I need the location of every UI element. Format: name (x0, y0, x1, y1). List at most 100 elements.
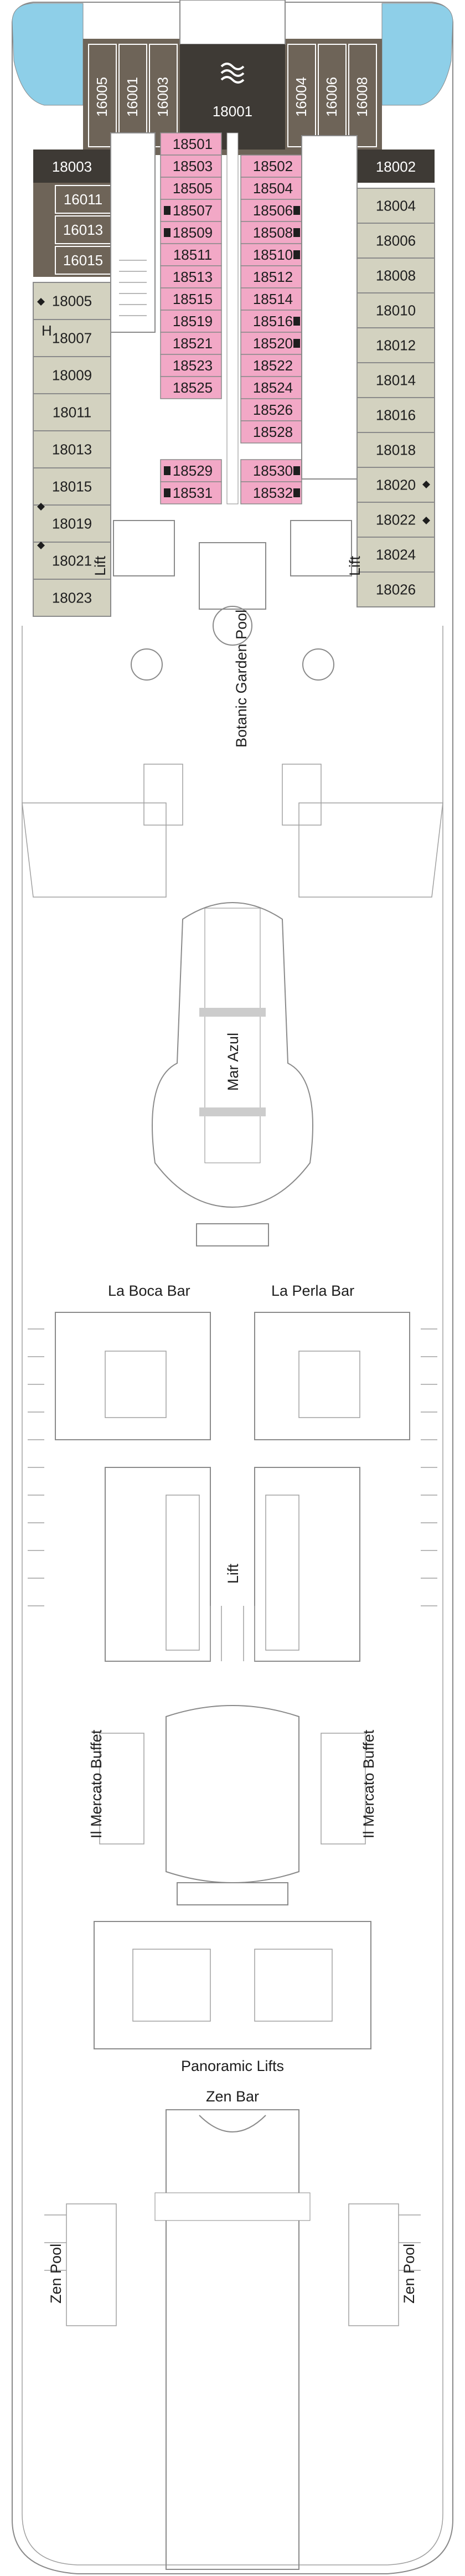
suite-16005[interactable]: 16005 (88, 44, 117, 147)
accessible-cabin-icon (293, 339, 300, 348)
cabin-18011[interactable]: 18011 (33, 393, 111, 431)
cabin-18007[interactable]: 18007 (33, 319, 111, 357)
lift-label-left: Lift (92, 555, 108, 576)
inside-cabin-18516[interactable]: 18516 (240, 310, 302, 333)
cabin-18006[interactable]: 18006 (356, 223, 435, 259)
cabin-label-18507: 18507 (173, 202, 213, 219)
suite-16015[interactable]: 16015 (55, 246, 111, 275)
inside-cabin-18515[interactable]: 18515 (160, 287, 222, 311)
inside-cabin-18509[interactable]: 18509 (160, 221, 222, 244)
cabin-18010[interactable]: 18010 (356, 292, 435, 328)
cabin-18008[interactable]: 18008 (356, 257, 435, 293)
suite-16004[interactable]: 16004 (287, 44, 316, 147)
inside-cabin-18526[interactable]: 18526 (240, 398, 302, 421)
cabin-label-18006: 18006 (376, 233, 416, 249)
cabin-label-18004: 18004 (376, 198, 416, 214)
cabin-label-18001: 18001 (213, 103, 252, 120)
cabin-label-18008: 18008 (376, 267, 416, 284)
cabin-18014[interactable]: 18014 (356, 362, 435, 398)
bar-counter (196, 1223, 269, 1246)
cabin-label-18022: 18022 (376, 512, 416, 528)
cabin-label-18519: 18519 (173, 313, 213, 329)
cabin-label-18521: 18521 (173, 335, 213, 352)
inside-cabin-18505[interactable]: 18505 (160, 177, 222, 200)
inside-cabin-18529[interactable]: 18529 (160, 459, 222, 482)
aft-suites-left: 16011 16013 16015 (55, 185, 111, 275)
inside-cabin-18521[interactable]: 18521 (160, 332, 222, 355)
inside-cabin-18528[interactable]: 18528 (240, 420, 302, 444)
inside-cabin-18502[interactable]: 18502 (240, 154, 302, 178)
cabin-label-16011: 16011 (64, 191, 102, 208)
cabin-label-18516: 18516 (253, 313, 293, 329)
cabin-18005[interactable]: 18005 (33, 282, 111, 320)
suite-16013[interactable]: 16013 (55, 215, 111, 244)
inside-cabin-18530[interactable]: 18530 (240, 459, 302, 482)
suite-16011[interactable]: 16011 (55, 185, 111, 214)
cabin-18013[interactable]: 18013 (33, 430, 111, 468)
cabin-label-18529: 18529 (173, 462, 213, 479)
inside-cabin-18512[interactable]: 18512 (240, 265, 302, 288)
stairwell (110, 132, 156, 333)
cabin-18004[interactable]: 18004 (356, 188, 435, 224)
inside-cabin-18522[interactable]: 18522 (240, 354, 302, 377)
cabin-18022[interactable]: 18022 (356, 502, 435, 538)
diamond-icon (422, 517, 430, 524)
inside-cabin-18513[interactable]: 18513 (160, 265, 222, 288)
cabin-18019[interactable]: 18019 (33, 504, 111, 543)
cabin-18023[interactable]: 18023 (33, 579, 111, 617)
inside-cabin-18506[interactable]: 18506 (240, 199, 302, 222)
inside-cabin-18504[interactable]: 18504 (240, 177, 302, 200)
corner-suite-18002[interactable]: 18002 (376, 158, 416, 175)
diamond-icon (37, 542, 45, 549)
suite-16008[interactable]: 16008 (348, 44, 377, 147)
cabin-18015[interactable]: 18015 (33, 467, 111, 506)
accessible-cabin-icon (293, 206, 300, 215)
cabin-label-18514: 18514 (253, 291, 293, 307)
cabin-18021[interactable]: 18021 (33, 542, 111, 580)
inside-cabin-18519[interactable]: 18519 (160, 310, 222, 333)
cabin-18012[interactable]: 18012 (356, 327, 435, 363)
inside-cabin-18532[interactable]: 18532 (240, 481, 302, 504)
inside-cabin-18508[interactable]: 18508 (240, 221, 302, 244)
cabin-label-18523: 18523 (173, 357, 213, 374)
bridge-center (180, 44, 285, 150)
cabin-label-18505: 18505 (173, 180, 213, 197)
right-cabins: 18004 18006 18008 1801018012180141801618018… (356, 188, 435, 607)
corner-suite-18003[interactable]: 18003 (52, 158, 92, 175)
inside-cabin-18507[interactable]: 18507 (160, 199, 222, 222)
inside-cabin-18511[interactable]: 18511 (160, 243, 222, 266)
il-mercato-buffet-label-right: Il Mercato Buffet (360, 1729, 377, 1838)
service-area (301, 135, 358, 480)
cabin-label-18510: 18510 (253, 246, 293, 263)
diamond-icon (422, 481, 430, 488)
inside-cabin-18531[interactable]: 18531 (160, 481, 222, 504)
cabin-label-18515: 18515 (173, 291, 213, 307)
inside-cabin-18514[interactable]: 18514 (240, 287, 302, 311)
cabin-18009[interactable]: 18009 (33, 356, 111, 394)
inside-cabin-18524[interactable]: 18524 (240, 376, 302, 399)
suite-16003[interactable]: 16003 (149, 44, 178, 147)
cabin-label-18526: 18526 (253, 401, 293, 418)
cabin-18026[interactable]: 18026 (356, 571, 435, 607)
cabin-label-18528: 18528 (253, 424, 293, 440)
inside-cabin-18523[interactable]: 18523 (160, 354, 222, 377)
cabin-18018[interactable]: 18018 (356, 432, 435, 468)
accessible-cabin-icon (164, 228, 170, 237)
inside-cabin-18510[interactable]: 18510 (240, 243, 302, 266)
suite-16006[interactable]: 16006 (318, 44, 347, 147)
cabin-label-18509: 18509 (173, 224, 213, 241)
inside-cabin-18520[interactable]: 18520 (240, 332, 302, 355)
cabin-18020[interactable]: 18020 (356, 467, 435, 503)
inside-cabin-18525[interactable]: 18525 (160, 376, 222, 399)
cabin-18016[interactable]: 18016 (356, 397, 435, 433)
cabin-label-16015: 16015 (63, 252, 103, 269)
suite-16001[interactable]: 16001 (118, 44, 147, 147)
cabin-18024[interactable]: 18024 (356, 537, 435, 573)
cabin-label-18506: 18506 (253, 202, 293, 219)
inside-cabin-18501[interactable]: 18501 (160, 132, 222, 156)
forward-center-suite[interactable]: 18001 (213, 63, 252, 120)
cabin-label-18020: 18020 (376, 477, 416, 493)
pool-right (381, 3, 453, 106)
inside-cabin-18503[interactable]: 18503 (160, 154, 222, 178)
